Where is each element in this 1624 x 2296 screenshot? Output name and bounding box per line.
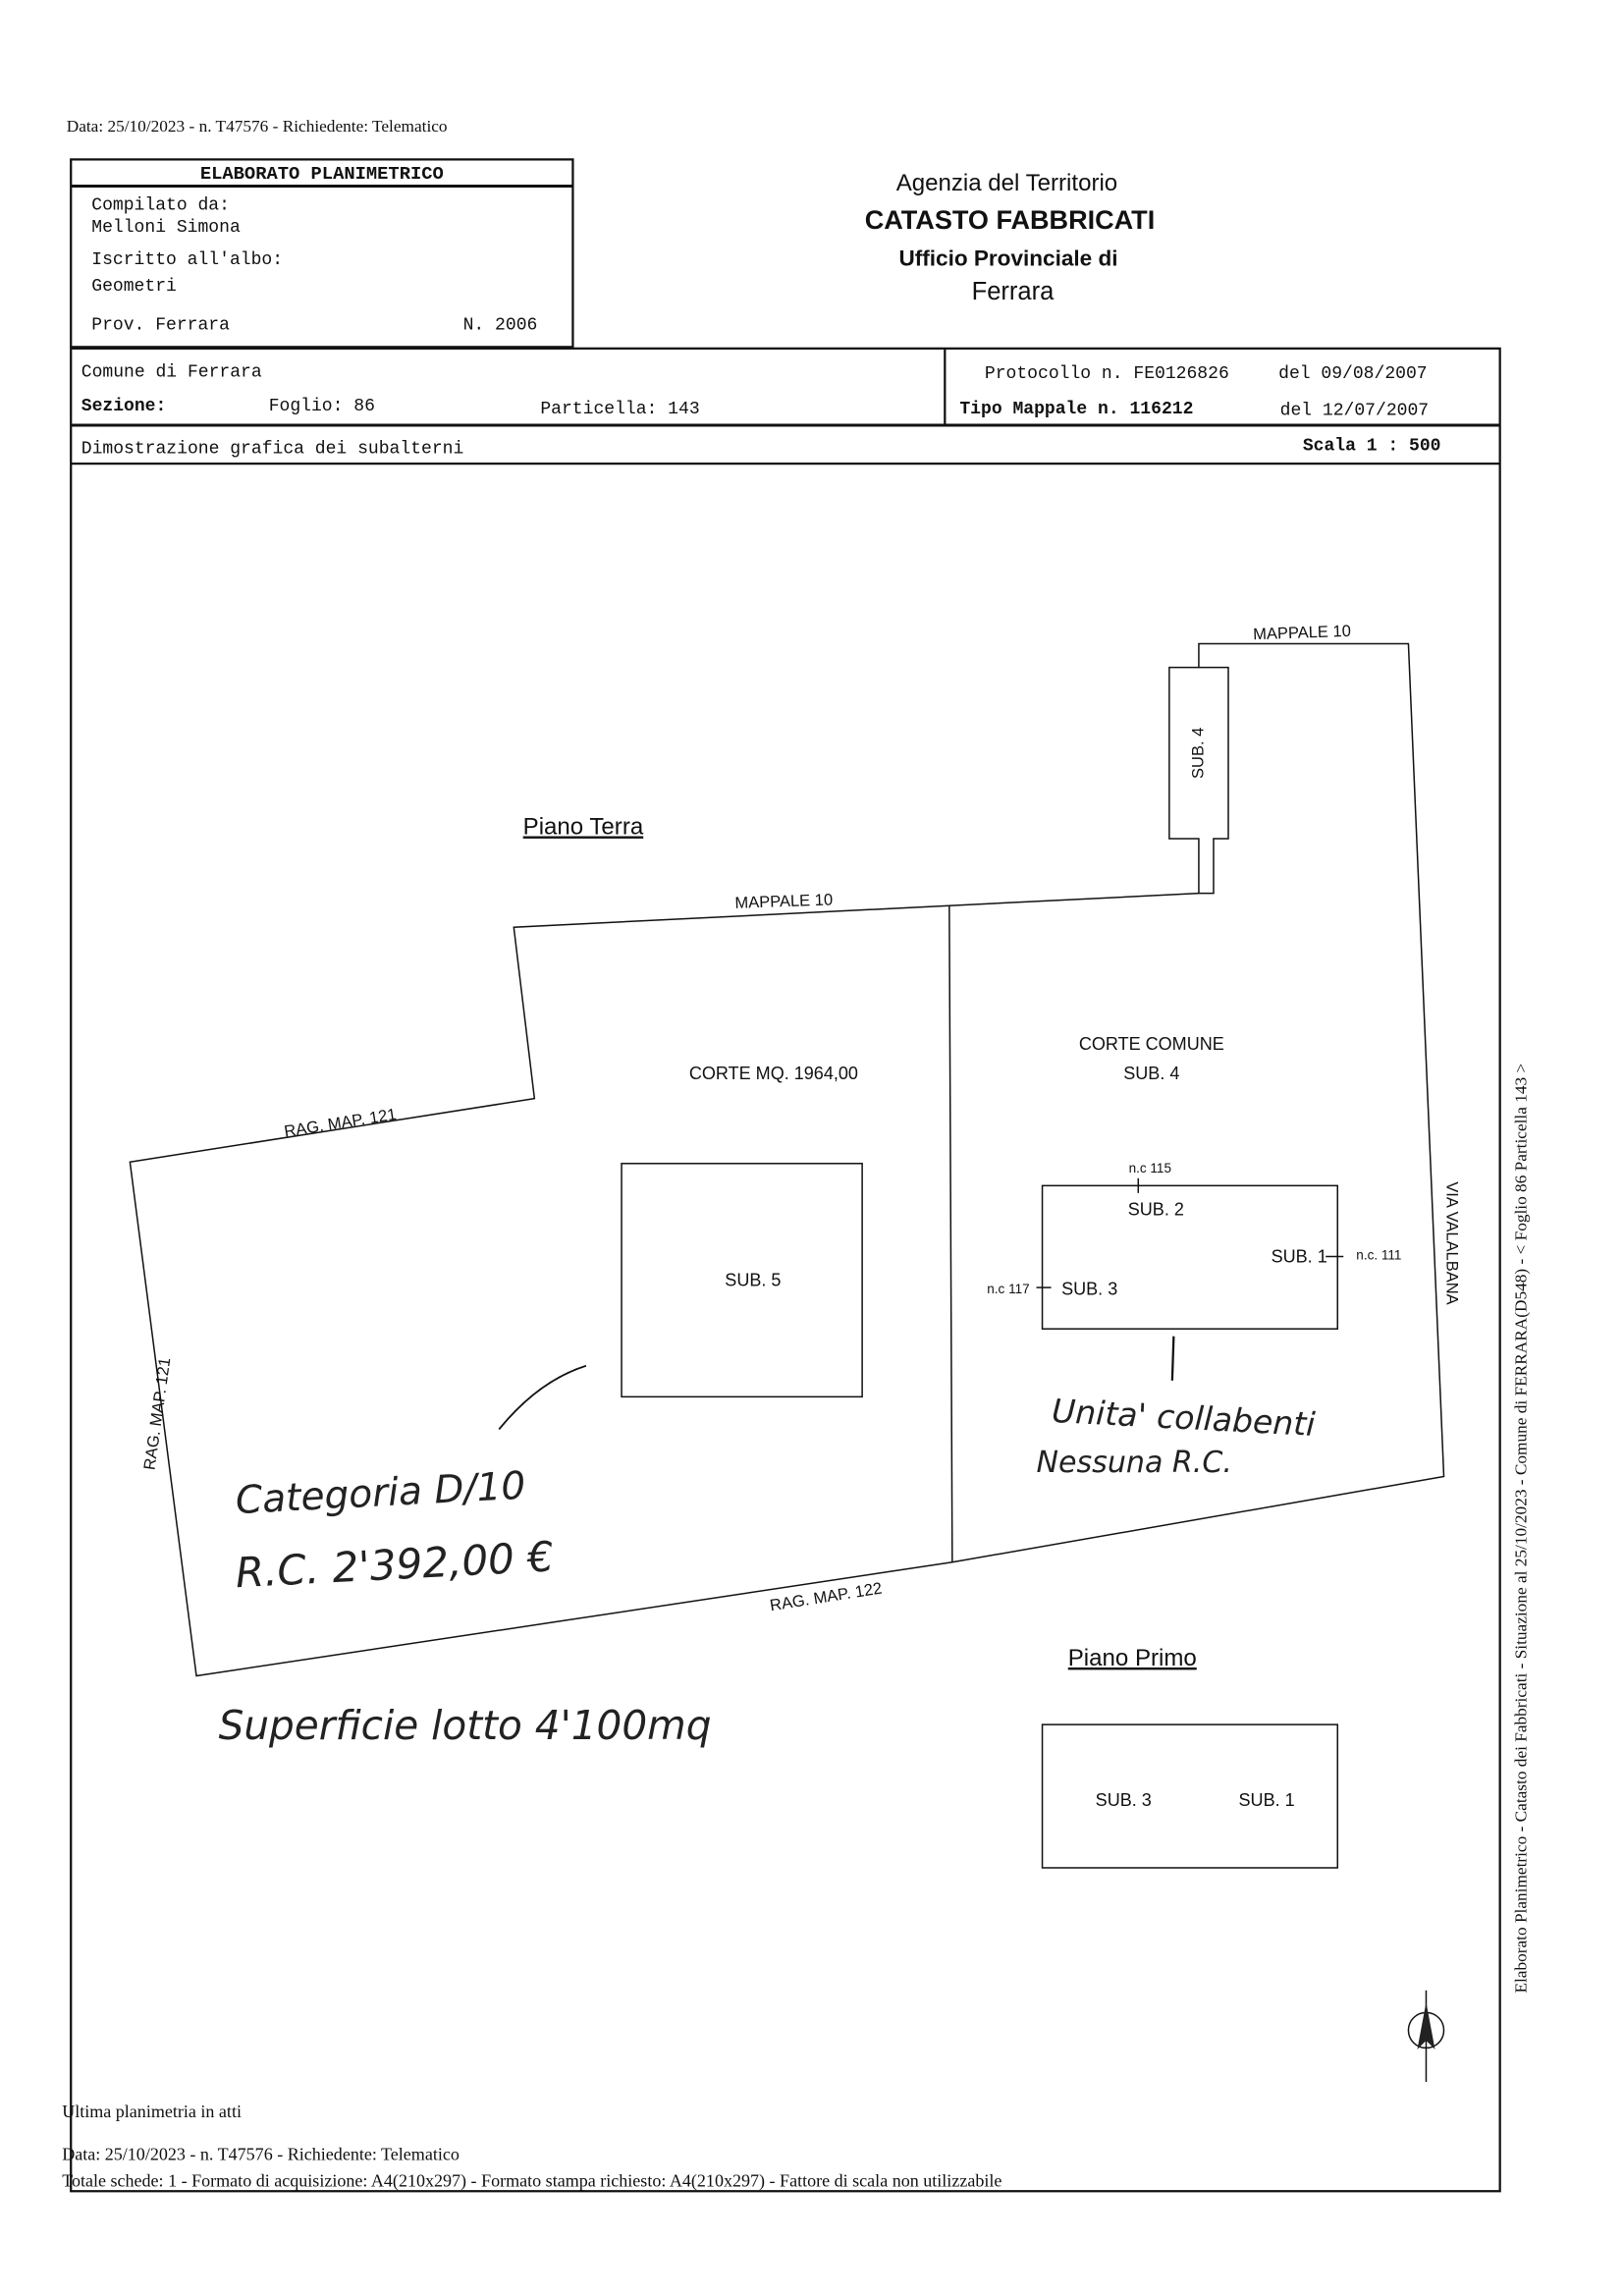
albo-label: Iscritto all'albo: [91,250,283,270]
first-floor-building [1041,1723,1339,1869]
dimostrazione: Dimostrazione grafica dei subalterni [81,440,464,460]
corte-area: CORTE MQ. 1964,00 [689,1064,858,1083]
parcel-boundary [129,642,1445,1677]
protocollo-date: del 09/08/2007 [1278,364,1428,384]
footer-totale: Totale schede: 1 - Formato di acquisizio… [62,2171,1001,2192]
rag-map-122: RAG. MAP. 122 [769,1578,884,1614]
rag-map-121-left: RAG. MAP. 121 [140,1356,175,1471]
floor-plan: Piano Terra Piano Primo MAPPALE 10 MAPPA… [129,622,1462,2082]
first-floor-sub3: SUB. 3 [1096,1790,1152,1810]
handwritten-nessuna-rc: Nessuna R.C. [1037,1446,1232,1480]
footer-ultima: Ultima planimetria in atti [62,2102,242,2121]
sezione: Sezione: [81,397,167,416]
tipo-mappale-date: del 12/07/2007 [1280,401,1430,420]
via-valalbana: VIA VALALBANA [1443,1181,1462,1304]
sub3-label: SUB. 3 [1061,1280,1117,1299]
side-caption: Elaborato Planimetrico - Catasto dei Fab… [1512,1064,1531,1994]
mappale-10-top: MAPPALE 10 [1253,622,1351,643]
mappale-10-mid: MAPPALE 10 [734,890,833,911]
scale: Scala 1 : 500 [1303,437,1441,457]
register-number: N. 2006 [463,315,538,335]
footer: Ultima planimetria in atti Data: 25/10/2… [62,2102,1001,2192]
handwritten-notes: Categoria D/10 R.C. 2'392,00 € Superfici… [219,1336,1317,1749]
footer-data: Data: 25/10/2023 - n. T47576 - Richieden… [62,2145,460,2164]
sub4-strip [1168,666,1229,895]
province: Prov. Ferrara [91,315,230,335]
sub4-strip-label: SUB. 4 [1188,728,1207,779]
handwritten-superficie: Superficie lotto 4'100mq [219,1702,712,1749]
handwritten-categoria: Categoria D/10 [235,1464,527,1523]
nc-115: n.c 115 [1129,1161,1171,1175]
handwritten-collabenti: Unita' collabenti [1051,1392,1317,1444]
piano-primo-label: Piano Primo [1068,1645,1197,1671]
compiled-name: Melloni Simona [91,218,241,238]
particella: Particella: 143 [540,400,699,419]
nc-117: n.c 117 [987,1282,1029,1296]
compiled-label: Compilato da: [91,196,230,216]
albo-value: Geometri [91,277,177,297]
corte-comune-sub: SUB. 4 [1123,1064,1179,1083]
tipo-mappale: Tipo Mappale n. 116212 [959,400,1193,419]
office-label: Ufficio Provinciale di [898,246,1117,271]
protocollo: Protocollo n. FE0126826 [985,364,1229,384]
header-request-line: Data: 25/10/2023 - n. T47576 - Richieden… [67,117,448,136]
sub5-building [621,1163,863,1398]
sub2-label: SUB. 2 [1128,1199,1184,1219]
catasto-title: CATASTO FABBRICATI [865,205,1156,235]
elaborato-title: ELABORATO PLANIMETRICO [200,163,444,185]
comune: Comune di Ferrara [81,362,262,382]
office-city: Ferrara [972,278,1056,305]
agency-name: Agenzia del Territorio [896,170,1117,196]
first-floor-sub1: SUB. 1 [1239,1790,1295,1810]
sub1-label: SUB. 1 [1272,1247,1327,1267]
piano-terra-label: Piano Terra [523,813,644,840]
foglio: Foglio: 86 [269,397,375,416]
nc-111: n.c. 111 [1356,1248,1401,1263]
handwritten-rendita: R.C. 2'392,00 € [235,1532,556,1597]
compiler-box: ELABORATO PLANIMETRICO Compilato da: Mel… [70,158,574,349]
main-frame [70,347,1501,2193]
corte-comune: CORTE COMUNE [1079,1034,1224,1054]
rag-map-121-top: RAG. MAP. 121 [283,1105,398,1141]
agency-header: Agenzia del Territorio CATASTO FABBRICAT… [865,170,1156,305]
north-arrow-icon [1407,1990,1445,2082]
sub5-label: SUB. 5 [725,1271,781,1290]
cadastral-info: Comune di Ferrara Sezione: Foglio: 86 Pa… [81,362,1441,459]
